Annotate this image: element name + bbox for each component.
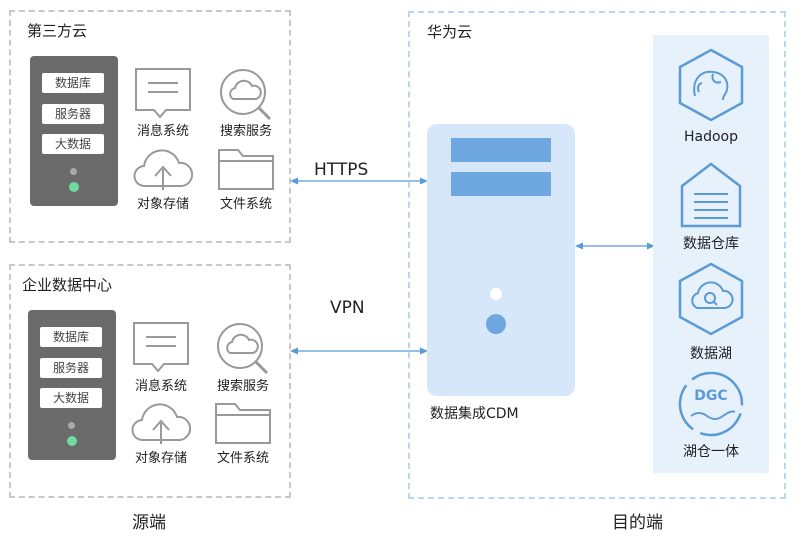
search-service-label: 搜索服务 xyxy=(216,379,269,394)
messaging-label: 消息系统 xyxy=(134,379,187,394)
https-label: HTTPS xyxy=(314,160,369,180)
enterprise-dc-title: 企业数据中心 xyxy=(22,276,113,294)
vpn-label: VPN xyxy=(330,298,365,318)
file-system-label: 文件系统 xyxy=(216,451,269,466)
object-storage-label: 对象存储 xyxy=(136,197,189,212)
cdm-server xyxy=(427,124,575,396)
server-indicator-dot xyxy=(70,168,77,175)
server-item-database: 数据库 xyxy=(40,327,102,347)
data-lake-label: 数据湖 xyxy=(690,346,732,362)
cdm-indicator-dot xyxy=(490,288,502,300)
server-item-server: 服务器 xyxy=(40,358,102,378)
source-footer: 源端 xyxy=(132,513,166,533)
file-system-label: 文件系统 xyxy=(219,197,272,212)
server-status-light xyxy=(69,182,79,192)
dgc-icon xyxy=(678,371,744,437)
third-party-cloud-title: 第三方云 xyxy=(27,22,88,40)
server-status-light xyxy=(67,436,77,446)
cloud-upload-icon xyxy=(133,140,193,200)
cdm-destination-arrow xyxy=(575,242,655,250)
server-item-bigdata: 大数据 xyxy=(42,134,104,154)
object-storage-label: 对象存储 xyxy=(134,451,187,466)
cdm-power-dot xyxy=(486,314,506,334)
server-indicator-dot xyxy=(68,422,75,429)
cdm-label: 数据集成CDM xyxy=(430,406,519,422)
huawei-cloud-box xyxy=(408,11,786,499)
hadoop-elephant-icon xyxy=(678,48,744,122)
enterprise-server: 数据库 服务器 大数据 xyxy=(28,310,116,460)
server-item-server: 服务器 xyxy=(42,104,104,124)
dgc-logo-text: DGC xyxy=(694,388,728,404)
cloud-upload-icon xyxy=(131,394,191,454)
third-party-server: 数据库 服务器 大数据 xyxy=(30,56,118,206)
server-item-bigdata: 大数据 xyxy=(40,388,102,408)
huawei-cloud-title: 华为云 xyxy=(427,23,473,41)
folder-icon xyxy=(216,142,276,202)
search-icon xyxy=(216,66,276,126)
server-item-database: 数据库 xyxy=(42,73,104,93)
third-party-cloud-box xyxy=(9,10,291,243)
enterprise-dc-box xyxy=(9,264,291,498)
messaging-label: 消息系统 xyxy=(136,124,189,139)
folder-icon xyxy=(213,396,273,456)
message-icon xyxy=(131,320,191,380)
warehouse-icon xyxy=(680,162,742,228)
warehouse-label: 数据仓库 xyxy=(683,236,739,252)
search-service-label: 搜索服务 xyxy=(219,124,272,139)
vpn-arrow xyxy=(290,347,428,355)
lakehouse-label: 湖仓一体 xyxy=(683,444,739,460)
destination-panel xyxy=(653,35,769,473)
data-lake-icon xyxy=(678,262,744,336)
hadoop-label: Hadoop xyxy=(683,129,738,145)
cdm-drive-bar xyxy=(451,172,551,196)
search-icon xyxy=(213,320,273,380)
https-arrow xyxy=(290,177,428,185)
message-icon xyxy=(133,66,193,126)
destination-footer: 目的端 xyxy=(612,513,663,533)
cdm-drive-bar xyxy=(451,138,551,162)
